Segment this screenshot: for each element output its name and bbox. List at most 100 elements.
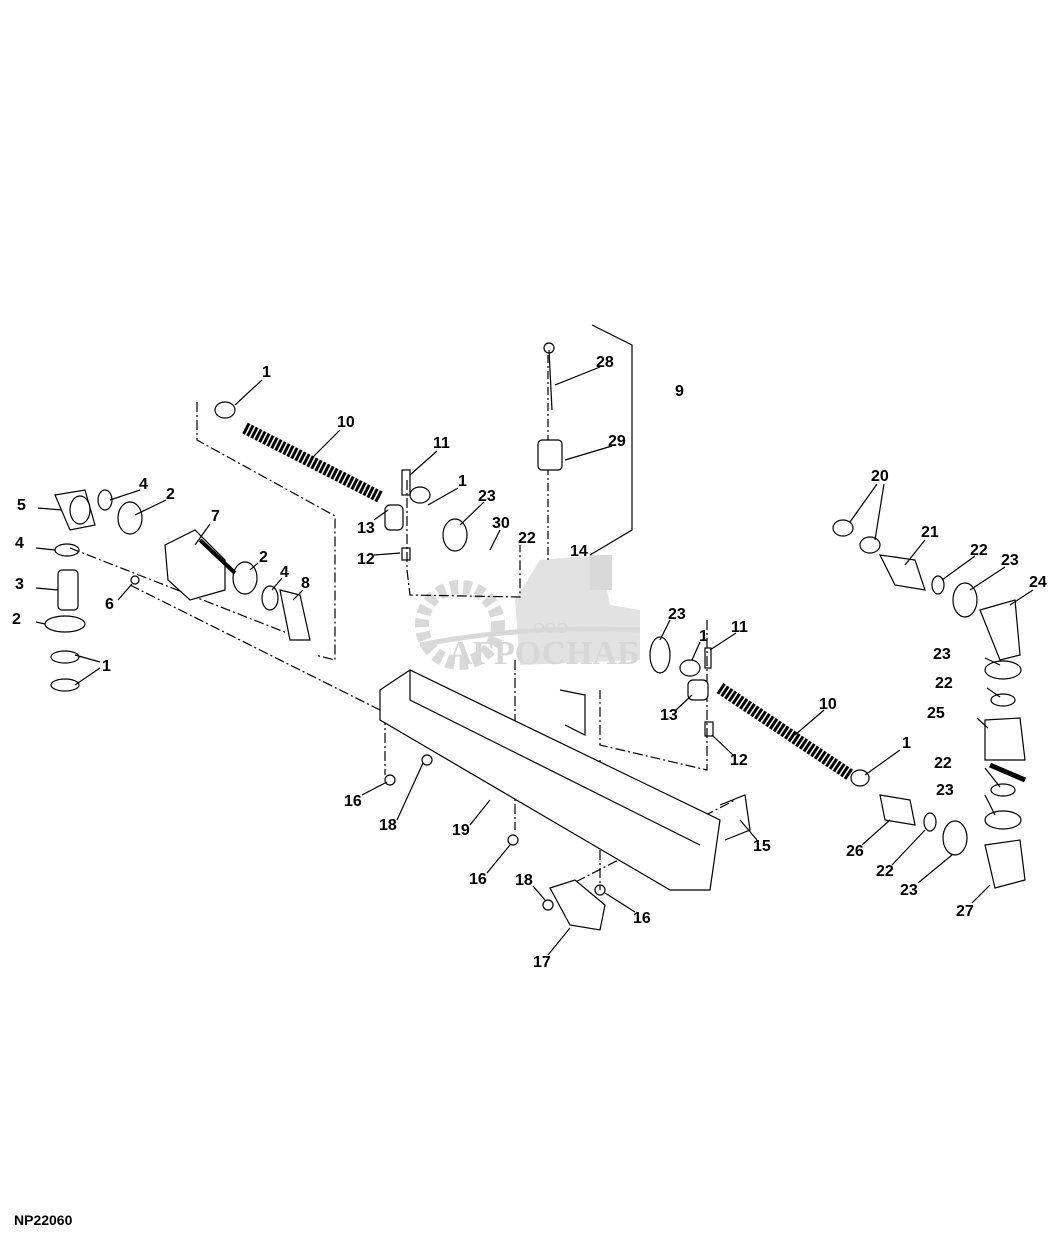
callout: 14 bbox=[570, 543, 588, 560]
callout-leader bbox=[794, 709, 825, 736]
callout-leader bbox=[396, 762, 424, 821]
callout: 13 bbox=[660, 707, 678, 724]
callout-leader bbox=[849, 483, 878, 523]
center-fittings bbox=[649, 636, 714, 737]
callout: 1 bbox=[902, 735, 911, 752]
callout: 22 bbox=[518, 530, 536, 547]
callout-leader bbox=[292, 589, 304, 601]
callout: 9 bbox=[675, 383, 684, 400]
watermark-name: АГРОСНАБ bbox=[448, 635, 640, 672]
callout-leader bbox=[486, 844, 511, 874]
callout-leader bbox=[74, 654, 101, 663]
callout: 2 bbox=[166, 486, 175, 503]
callout-leader bbox=[35, 587, 59, 591]
callout: 1 bbox=[458, 473, 467, 490]
callout: 11 bbox=[433, 435, 450, 452]
callout-leaders bbox=[35, 366, 1034, 956]
callout: 13 bbox=[357, 520, 375, 537]
callout: 22 bbox=[970, 542, 988, 559]
callout-leader bbox=[74, 667, 101, 686]
left-fittings bbox=[44, 401, 468, 692]
callout: 22 bbox=[935, 675, 953, 692]
fasteners bbox=[130, 575, 751, 911]
callout: 10 bbox=[337, 414, 355, 431]
callout-leader bbox=[971, 884, 991, 904]
callout-leader bbox=[984, 657, 1001, 666]
callout-leader bbox=[984, 794, 996, 816]
callout: 10 bbox=[819, 696, 837, 713]
callout: 29 bbox=[608, 433, 626, 450]
callout-leader bbox=[117, 583, 133, 601]
callout-leader bbox=[134, 499, 167, 516]
callout: 17 bbox=[533, 954, 551, 971]
callout: 8 bbox=[301, 575, 310, 592]
callout: 2 bbox=[12, 611, 21, 628]
callout: 3 bbox=[15, 576, 24, 593]
callout-leader bbox=[659, 619, 671, 641]
callout: 4 bbox=[280, 564, 289, 581]
callout: 16 bbox=[344, 793, 362, 810]
callout-leader bbox=[532, 885, 546, 901]
callout: 30 bbox=[492, 515, 510, 532]
callout-leader bbox=[1009, 589, 1034, 606]
callout-leader bbox=[874, 483, 885, 541]
right-fittings bbox=[832, 519, 1026, 889]
hose-right bbox=[716, 683, 854, 780]
callout: 23 bbox=[933, 646, 951, 663]
callout: 23 bbox=[900, 882, 918, 899]
callout: 18 bbox=[515, 872, 533, 889]
callout-leader bbox=[361, 781, 388, 796]
callout-leader bbox=[691, 641, 701, 661]
callout: 27 bbox=[956, 903, 974, 920]
bracket bbox=[549, 879, 606, 931]
callout: 21 bbox=[921, 524, 939, 541]
callout-leader bbox=[709, 632, 737, 651]
callout-leader bbox=[409, 450, 438, 476]
callout-leader bbox=[675, 694, 693, 711]
callout: 22 bbox=[876, 863, 894, 880]
callout: 22 bbox=[934, 755, 952, 772]
assembly-bracket-line bbox=[589, 324, 633, 556]
fuel-sender bbox=[537, 342, 563, 471]
callout: 12 bbox=[730, 752, 748, 769]
callout-leader bbox=[917, 854, 953, 884]
callout: 23 bbox=[1001, 552, 1019, 569]
callout-leader bbox=[904, 539, 926, 566]
callout: 16 bbox=[633, 910, 651, 927]
callout: 23 bbox=[668, 606, 686, 623]
callout: 12 bbox=[357, 551, 375, 568]
callout-leader bbox=[427, 487, 459, 506]
callout-leader bbox=[373, 552, 401, 556]
callout-leader bbox=[564, 445, 613, 461]
callout-leader bbox=[37, 507, 63, 511]
callout-labels: 1101112330221428929542473248621131220212… bbox=[12, 354, 1047, 971]
callout-leader bbox=[459, 501, 485, 526]
callout-leader bbox=[554, 366, 601, 386]
callout: 23 bbox=[936, 782, 954, 799]
diagram-linework bbox=[35, 324, 1034, 956]
callout: 28 bbox=[596, 354, 614, 371]
callout: 15 bbox=[753, 838, 771, 855]
callout: 6 bbox=[105, 596, 114, 613]
callout: 5 bbox=[17, 497, 26, 514]
callout: 2 bbox=[259, 549, 268, 566]
callout: 4 bbox=[139, 476, 148, 493]
watermark-ooo: ООО bbox=[533, 620, 568, 637]
callout-leader bbox=[891, 829, 926, 866]
callout: 1 bbox=[102, 658, 111, 675]
callout-leader bbox=[941, 555, 976, 581]
callout: 1 bbox=[699, 628, 708, 645]
callout-leader bbox=[861, 819, 891, 846]
callout-leader bbox=[739, 819, 758, 841]
callout-leader bbox=[604, 892, 636, 913]
callout-leader bbox=[969, 566, 1006, 591]
callout: 18 bbox=[379, 817, 397, 834]
callout-leader bbox=[711, 734, 734, 756]
callout: 16 bbox=[469, 871, 487, 888]
callout-leader bbox=[986, 687, 1001, 698]
callout-leader bbox=[35, 547, 56, 551]
callout: 20 bbox=[871, 468, 889, 485]
callout-leader bbox=[469, 799, 491, 826]
watermark-logo: ООО АГРОСНАБ bbox=[415, 555, 641, 672]
